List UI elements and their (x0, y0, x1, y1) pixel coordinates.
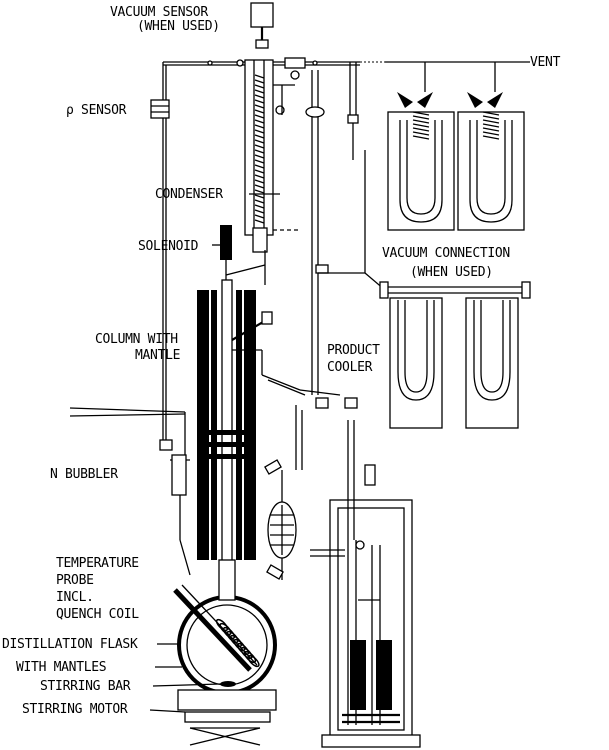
pressure-sensor (150, 99, 170, 119)
condenser (244, 59, 300, 253)
column-with-mantle (197, 279, 273, 571)
label-vacuum-connection: VACUUM CONNECTION (382, 246, 510, 261)
product-cooler (318, 150, 531, 429)
vacuum-sensor (250, 2, 274, 49)
label-column-with: COLUMN WITH (95, 332, 178, 347)
label-n-bubbler: N BUBBLER (50, 467, 118, 482)
label-stirring-bar: STIRRING BAR (40, 679, 131, 694)
top-manifold (162, 59, 530, 440)
label-p-sensor: ρ SENSOR (66, 103, 127, 118)
label-vacuum-sensor-sub: (WHEN USED) (137, 19, 220, 34)
label-condenser: CONDENSER (155, 187, 223, 202)
label-mantle: MANTLE (135, 348, 180, 363)
distillation-flask (173, 559, 277, 746)
top-stopcock (284, 57, 306, 80)
label-vent: VENT (530, 55, 561, 70)
label-cooler: COOLER (327, 360, 373, 375)
label-probe: PROBE (56, 573, 94, 588)
label-with-mantles: WITH MANTLES (16, 660, 106, 675)
label-temperature: TEMPERATURE (56, 556, 139, 571)
label-quench-coil: QUENCH COIL (56, 607, 139, 622)
label-vacuum-connection-sub: (WHEN USED) (410, 265, 493, 280)
transfer-arm (261, 374, 358, 470)
label-vacuum-sensor: VACUUM SENSOR (110, 5, 208, 20)
label-distillation-flask: DISTILLATION FLASK (2, 637, 138, 652)
n-bubbler (69, 407, 191, 576)
product-vessel (310, 420, 421, 748)
label-product: PRODUCT (327, 343, 380, 358)
vent-traps (387, 62, 525, 231)
leader-lines (149, 193, 280, 713)
receiver-capsule (264, 459, 297, 580)
label-incl: INCL. (56, 590, 94, 605)
vertical-tube (305, 70, 329, 395)
label-stirring-motor: STIRRING MOTOR (22, 702, 128, 717)
label-solenoid: SOLENOID (138, 239, 199, 254)
labels: VACUUM SENSOR (WHEN USED) VENT ρ SENSOR … (2, 5, 561, 717)
solenoid (220, 225, 266, 285)
